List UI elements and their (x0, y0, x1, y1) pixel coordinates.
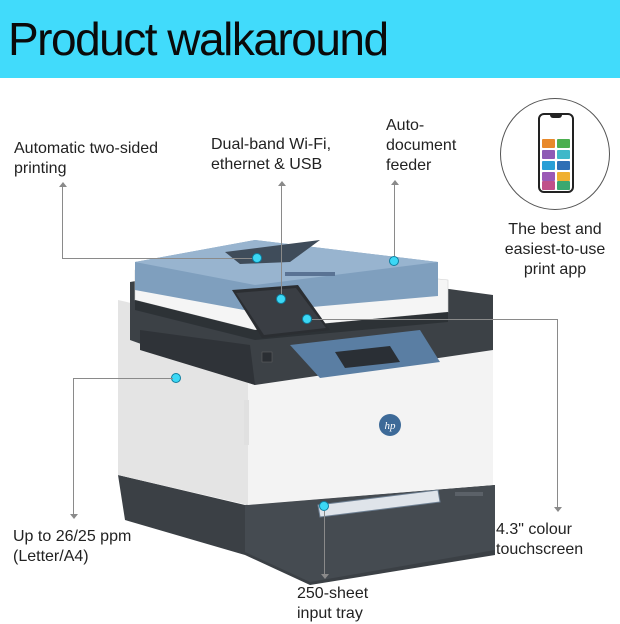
callout-connectivity-label: Dual-band Wi-Fi, ethernet & USB (211, 136, 332, 173)
callout-tray-label: 250-sheet input tray (297, 585, 369, 622)
callout-dot (252, 253, 262, 263)
callout-dot (389, 256, 399, 266)
print-app-image (500, 98, 610, 210)
callout-adf-label: Auto- document feeder (386, 117, 457, 174)
callout-speed-label: Up to 26/25 ppm (Letter/A4) (13, 528, 132, 565)
arrow-down-icon (70, 514, 78, 519)
callout-line (557, 319, 558, 508)
callout-line (394, 183, 395, 256)
callout-dot (276, 294, 286, 304)
arrow-up-icon (59, 182, 67, 187)
callout-line (281, 184, 282, 294)
callout-duplex-label: Automatic two-sided printing (14, 140, 159, 177)
callout-dot (319, 501, 329, 511)
callout-line (312, 319, 557, 320)
callout-line (73, 378, 173, 379)
arrow-up-icon (278, 181, 286, 186)
callout-line (62, 185, 63, 259)
page-title: Product walkaround (8, 13, 389, 65)
callout-line (73, 378, 74, 515)
callout-line (324, 511, 325, 575)
svg-text:hp: hp (385, 420, 397, 432)
arrow-up-icon (391, 180, 399, 185)
arrow-down-icon (321, 574, 329, 579)
arrow-down-icon (554, 507, 562, 512)
callout-line (62, 258, 257, 259)
header-banner: Product walkaround (0, 0, 620, 78)
phone-icon (538, 113, 574, 193)
callout-touchscreen-label: 4.3" colour touchscreen (496, 521, 584, 558)
callout-dot (302, 314, 312, 324)
callout-app-label: The best and easiest-to-use print app (504, 221, 606, 278)
